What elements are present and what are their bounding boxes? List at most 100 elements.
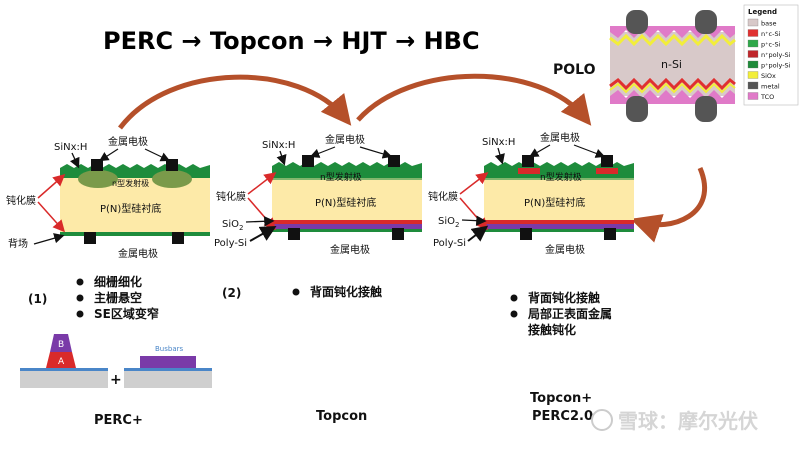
perc-emitter-label: n型发射极 xyxy=(112,178,149,188)
watermark: 雪球：摩尔光伏 xyxy=(591,409,758,433)
perc-bullet-2: 主栅悬空 xyxy=(94,290,142,305)
polo-legend-title: Legend xyxy=(748,8,777,16)
perc-plus-base-left-top xyxy=(20,368,108,371)
polo-bottom-yellow-zigzag xyxy=(609,82,736,94)
polo-bottom-metal-left xyxy=(626,96,648,122)
topcon-metal-pointer-right xyxy=(359,146,393,159)
topcon-plus-contact-passivation-left xyxy=(518,168,540,174)
topcon-plus-cell-diagram: n型发射极 P(N)型硅衬底 SiNx:H 金属电极 钝化膜 SiO2 Poly… xyxy=(428,131,634,256)
polo-legend-items: basen⁺c-Sip⁺c-Sin⁺poly-Sip⁺poly-SiSiOxme… xyxy=(747,18,791,101)
topcon-plus-bullet-2: 局部正表面金属 xyxy=(528,306,612,321)
topcon-plus-passivation-label: 钝化膜 xyxy=(428,190,458,203)
perc-metal-bottom-label: 金属电极 xyxy=(118,247,158,260)
perc-cell-diagram: n型发射极 P(N)型硅衬底 SiNx:H 金属电极 钝化膜 背场 金属电极 xyxy=(6,135,210,260)
topcon-back-passivation xyxy=(272,229,422,232)
topcon-emitter-label: n型发射极 xyxy=(320,171,362,183)
legend-swatch-6 xyxy=(747,81,759,90)
perc-bullets: (1) 细栅细化 主栅悬空 SE区域变窄 xyxy=(28,274,159,321)
polo-label: POLO xyxy=(553,62,596,78)
polo-bottom-red-zigzag xyxy=(609,77,736,91)
perc-front-contact-left xyxy=(91,159,103,171)
topcon-bullets: (2) 背面钝化接触 xyxy=(222,284,382,300)
perc-bullet-dot-2 xyxy=(76,294,84,302)
perc-plus-plus-sign: + xyxy=(110,372,122,388)
topcon-substrate-label: P(N)型硅衬底 xyxy=(315,196,376,209)
legend-label-1: n⁺c-Si xyxy=(761,30,781,38)
topcon-plus-back-contact-right xyxy=(604,228,616,240)
topcon-plus-metal-top-label: 金属电极 xyxy=(540,131,580,144)
topcon-plus-back-contact-left xyxy=(520,228,532,240)
watermark-text: 雪球：摩尔光伏 xyxy=(618,409,758,433)
topcon-plus-polysi-label: Poly-Si xyxy=(433,238,466,249)
perc-emitter-left xyxy=(78,170,118,188)
topcon-metal-bottom-label: 金属电极 xyxy=(330,243,370,256)
topcon-plus-bullet-dot-2 xyxy=(510,310,518,318)
perc-front-contact-right xyxy=(166,159,178,171)
perc-plus-busbar xyxy=(140,356,196,368)
legend-label-2: p⁺c-Si xyxy=(761,41,781,49)
perc-bullet-dot-1 xyxy=(76,278,84,286)
transition-arrow-topcon-plus xyxy=(356,73,592,126)
topcon-number: (2) xyxy=(222,286,241,300)
topcon-sinx-pointer xyxy=(276,150,287,166)
perc-bullet-1: 细栅细化 xyxy=(94,274,142,289)
perc-sinx-label: SiNx:H xyxy=(54,142,87,153)
topcon-bullet-1: 背面钝化接触 xyxy=(310,284,382,299)
topcon-substrate xyxy=(272,178,422,220)
topcon-cell-diagram: n型发射极 P(N)型硅衬底 SiNx:H 金属电极 钝化膜 SiO2 Poly… xyxy=(214,133,422,256)
legend-label-5: SiOx xyxy=(761,72,776,80)
legend-label-6: metal xyxy=(761,83,780,91)
topcon-emitter xyxy=(272,172,422,180)
topcon-back-contact-left xyxy=(288,228,300,240)
topcon-plus-front-contact-left xyxy=(522,155,534,167)
topcon-sio2-layer xyxy=(272,220,422,224)
perc-plus-base-right xyxy=(124,370,212,388)
legend-swatch-0 xyxy=(747,18,759,27)
perc-plus-finger-a-label: A xyxy=(58,357,65,367)
perc-passivation-pointer-back xyxy=(37,201,65,233)
topcon-plus-caption-line2: PERC2.0 xyxy=(532,409,593,424)
topcon-plus-sinx-label: SiNx:H xyxy=(482,137,515,148)
perc-passivation-pointer-top xyxy=(37,174,66,199)
topcon-caption: Topcon xyxy=(316,409,367,424)
topcon-metal-pointer-left xyxy=(309,146,336,158)
perc-bullet-3: SE区域变窄 xyxy=(94,306,159,321)
topcon-plus-back-passivation xyxy=(484,229,634,232)
transition-arrow-to-polo xyxy=(630,167,708,243)
perc-back-passivation xyxy=(60,232,210,236)
topcon-plus-sio2-label: SiO2 xyxy=(438,216,459,229)
perc-plus-caption: PERC+ xyxy=(94,413,143,428)
topcon-plus-sio2-pointer xyxy=(461,215,487,226)
legend-swatch-2 xyxy=(747,39,759,48)
perc-passivation-label: 钝化膜 xyxy=(6,194,36,207)
transition-arrow-perc-topcon xyxy=(118,74,352,130)
topcon-front-contact-left xyxy=(302,155,314,167)
topcon-plus-emitter-label: n型发射极 xyxy=(540,171,582,183)
topcon-plus-bullet-dot-1 xyxy=(510,294,518,302)
topcon-plus-passivation-pointer-top xyxy=(459,172,489,195)
topcon-plus-bullet-3: 接触钝化 xyxy=(528,322,576,337)
legend-swatch-7 xyxy=(747,92,759,100)
perc-metal-pointer-left xyxy=(98,148,119,162)
topcon-plus-contact-passivation-right xyxy=(596,168,618,174)
topcon-plus-emitter xyxy=(484,172,634,180)
topcon-bullet-dot-1 xyxy=(292,288,300,296)
topcon-back-contact-right xyxy=(392,228,404,240)
topcon-polysi-label: Poly-Si xyxy=(214,238,247,249)
perc-back-contact-right xyxy=(172,232,184,244)
perc-sinx-pointer xyxy=(70,152,80,169)
legend-label-0: base xyxy=(761,20,777,28)
topcon-plus-bullet-1: 背面钝化接触 xyxy=(528,290,600,305)
perc-emitter-right xyxy=(152,170,192,188)
topcon-passivation-pointer-top xyxy=(247,172,277,195)
polo-center-label: n-Si xyxy=(661,58,682,71)
perc-plus-schematic: B A + Busbars xyxy=(20,334,212,388)
perc-plus-finger-b xyxy=(50,334,72,352)
topcon-passivation-label: 钝化膜 xyxy=(216,190,246,203)
polo-top-metal-left xyxy=(626,10,648,34)
perc-bullet-dot-3 xyxy=(76,310,84,318)
perc-metal-pointer-right xyxy=(144,148,171,162)
topcon-plus-sio2-layer xyxy=(484,220,634,224)
polo-top-metal-right xyxy=(695,10,717,34)
